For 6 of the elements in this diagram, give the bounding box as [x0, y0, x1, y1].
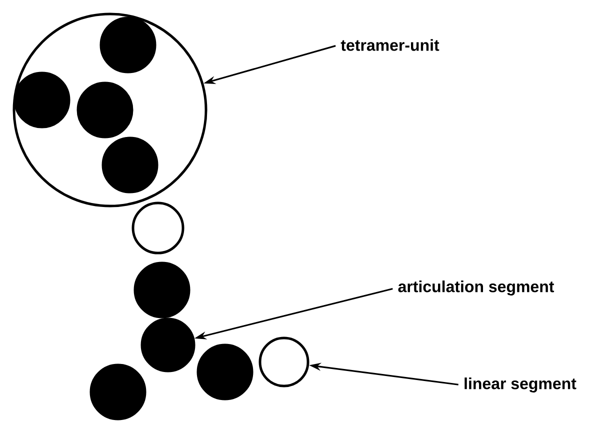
hollow-bead — [258, 336, 310, 388]
filled-bead — [140, 318, 196, 372]
label-text: tetramer-unit — [340, 39, 440, 51]
label-text: linear segment — [464, 378, 576, 392]
enclosing-circle — [12, 12, 208, 208]
label-text: articulation segment — [398, 280, 554, 296]
